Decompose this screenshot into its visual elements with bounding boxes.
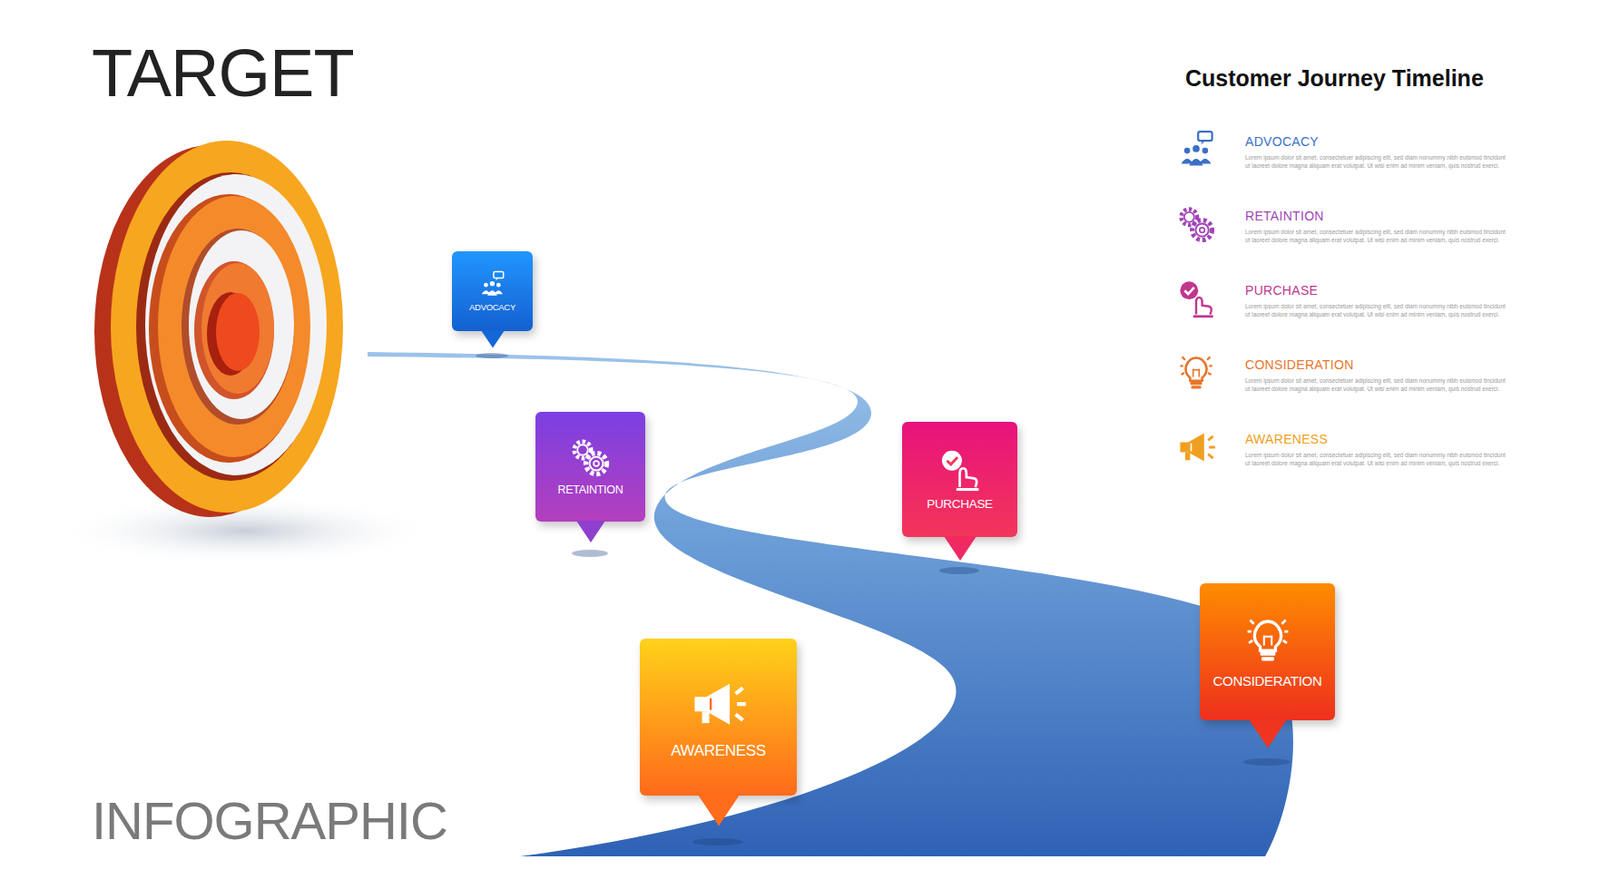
marker-pointer <box>480 330 505 349</box>
target <box>94 140 344 518</box>
stage-label: AWARENESS <box>670 743 766 761</box>
list-heading: RETAINTION <box>1245 209 1325 223</box>
stage-label: ADVOCACY <box>469 303 516 313</box>
big-title: TARGET <box>91 39 354 108</box>
stage-marker: ADVOCACY <box>451 251 533 332</box>
stage-icon <box>1242 615 1294 667</box>
marker-pointer <box>576 520 606 543</box>
marker-pointer <box>943 536 977 561</box>
heading: Customer Journey Timeline <box>1185 67 1484 90</box>
stage-marker: AWARENESS <box>639 638 797 796</box>
list-icon <box>1181 209 1213 241</box>
list-icons <box>1179 131 1216 462</box>
marker-pointer <box>697 795 740 827</box>
list-heading: AWARENESS <box>1245 432 1328 446</box>
list-text: Lorem ipsum dolor sit amet, consectetuer… <box>1245 303 1509 320</box>
list-icon <box>1179 281 1213 317</box>
list-heading: PURCHASE <box>1245 284 1318 297</box>
stage-marker: CONSIDERATION <box>1199 583 1335 721</box>
list-text: Lorem ipsum dolor sit amet, consectetuer… <box>1245 377 1509 394</box>
stage-label: CONSIDERATION <box>1213 674 1323 690</box>
list-text: Lorem ipsum dolor sit amet, consectetuer… <box>1245 228 1509 246</box>
list-text: Lorem ipsum dolor sit amet, consectetuer… <box>1245 154 1509 171</box>
stage-icon <box>937 447 982 492</box>
marker-pointer <box>1248 719 1287 749</box>
stage-marker: RETAINTION <box>535 412 646 522</box>
big-subtitle: INFOGRAPHIC <box>91 795 448 848</box>
list-icon <box>1181 131 1213 166</box>
list-heading: ADVOCACY <box>1245 135 1319 148</box>
pin-shadows <box>475 353 1291 846</box>
list-icon <box>1179 356 1212 389</box>
list-heading: CONSIDERATION <box>1245 358 1355 372</box>
road <box>367 352 1294 857</box>
stage-icon <box>478 270 507 299</box>
stage-marker: PURCHASE <box>902 422 1018 538</box>
list-text: Lorem ipsum dolor sit amet, consectetuer… <box>1245 451 1509 469</box>
stage-label: PURCHASE <box>926 498 993 512</box>
stage-label: RETAINTION <box>558 484 624 498</box>
list-icon <box>1179 433 1216 462</box>
stage-icon <box>688 675 747 734</box>
stage-icon <box>569 436 611 479</box>
